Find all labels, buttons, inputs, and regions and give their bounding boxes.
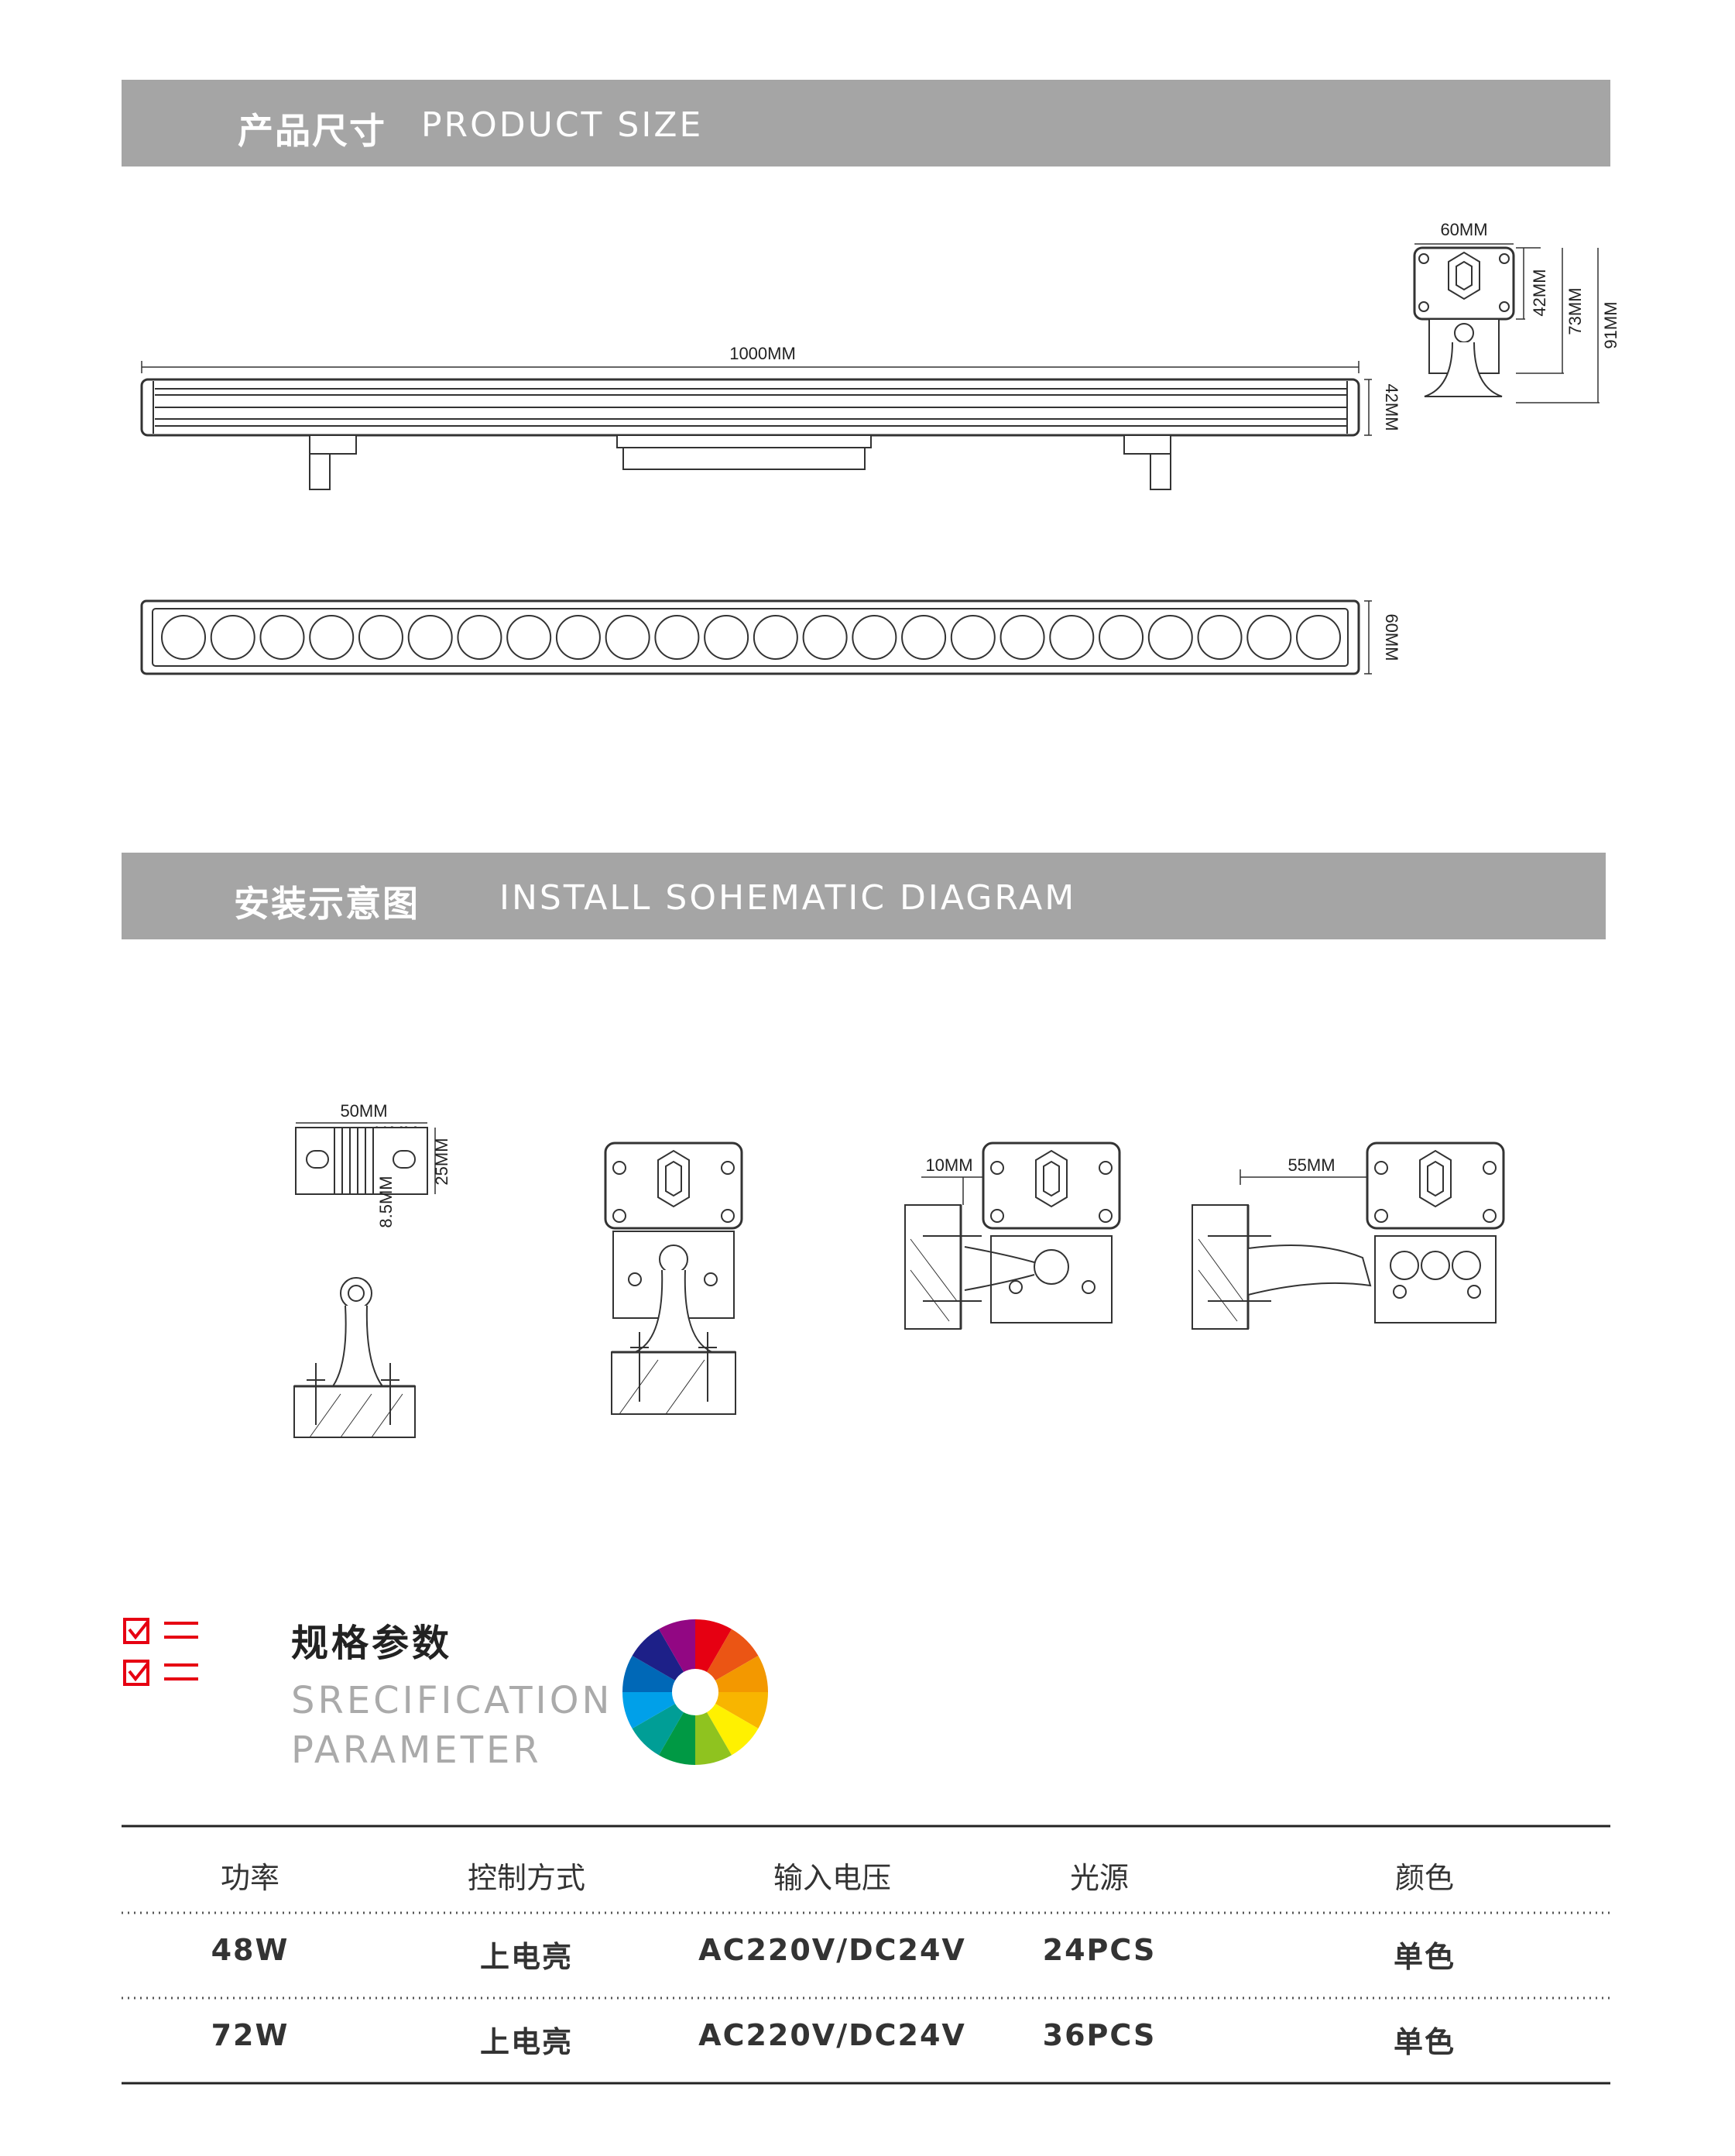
table-cell: AC220V/DC24V xyxy=(698,2018,966,2052)
led-lens xyxy=(457,615,502,660)
table-cell: 24PCS xyxy=(1042,1933,1157,1967)
spec-title-en-2: PARAMETER xyxy=(291,1729,542,1772)
dim-end-h3: 91MM xyxy=(1601,301,1620,348)
side-view: 1000MM 42MM xyxy=(140,344,1401,490)
color-wheel-segment xyxy=(632,1629,684,1681)
dim-gap-b: 55MM xyxy=(1288,1155,1335,1175)
led-lens xyxy=(704,615,749,660)
table-header: 输入电压 xyxy=(773,1861,892,1895)
spec-title-en-1: SRECIFICATION xyxy=(291,1679,613,1722)
table-cell: 48W xyxy=(211,1933,290,1967)
section-title-cn: 安装示意图 xyxy=(234,883,420,925)
led-lens xyxy=(1049,615,1095,660)
color-wheel-segment xyxy=(707,1704,759,1756)
checklist-icon xyxy=(123,1618,198,1686)
led-lens xyxy=(753,615,798,660)
dim-bracket-t: 8.5MM xyxy=(376,1176,396,1227)
install-floor xyxy=(604,1142,743,1415)
led-lens xyxy=(506,615,552,660)
led-lens xyxy=(1000,615,1045,660)
table-header: 颜色 xyxy=(1394,1861,1455,1895)
front-view: 60MM xyxy=(140,599,1401,675)
dim-end-width: 60MM xyxy=(1440,220,1487,239)
table-header: 功率 xyxy=(220,1861,280,1895)
led-lens xyxy=(950,615,996,660)
table-cell: 单色 xyxy=(1393,1940,1456,1974)
dim-front-width: 60MM xyxy=(1382,613,1401,661)
color-wheel-segment xyxy=(632,1704,684,1756)
led-row xyxy=(161,615,1341,660)
table-cell: 72W xyxy=(211,2018,290,2052)
install-wall-10: 10MM xyxy=(904,1142,1121,1330)
led-lens xyxy=(161,615,206,660)
table-cell: 上电亮 xyxy=(479,1940,574,1974)
dim-end-h1: 42MM xyxy=(1530,269,1549,316)
table-header: 控制方式 xyxy=(467,1861,586,1895)
led-lens xyxy=(259,615,305,660)
led-lens xyxy=(407,615,453,660)
led-lens xyxy=(210,615,255,660)
led-lens xyxy=(358,615,403,660)
dim-length: 1000MM xyxy=(729,344,796,363)
dim-side-height: 42MM xyxy=(1382,383,1401,431)
color-wheel-segment xyxy=(622,1656,676,1692)
color-wheel-icon xyxy=(622,1619,768,1765)
color-wheel-segment xyxy=(659,1711,695,1765)
table-cell: AC220V/DC24V xyxy=(698,1933,966,1967)
section-title-cn: 产品尺寸 xyxy=(238,110,386,152)
color-wheel-segment xyxy=(715,1656,768,1692)
table-header: 光源 xyxy=(1069,1861,1130,1895)
end-view: 60MM 42MM 73MM 91MM xyxy=(1413,220,1620,403)
color-wheel-segment xyxy=(707,1629,759,1681)
led-lens xyxy=(852,615,897,660)
table-cell: 上电亮 xyxy=(479,2025,574,2059)
led-lens xyxy=(555,615,601,660)
dim-gap-a: 10MM xyxy=(925,1155,972,1175)
section-header-product-size: 产品尺寸 PRODUCT SIZE xyxy=(122,80,1610,167)
section-title-en: PRODUCT SIZE xyxy=(421,105,704,145)
led-lens xyxy=(309,615,355,660)
color-wheel-segment xyxy=(659,1619,695,1673)
color-wheel-segment xyxy=(715,1692,768,1729)
color-wheel-segment xyxy=(695,1711,732,1765)
led-lens xyxy=(654,615,700,660)
led-lens xyxy=(1099,615,1144,660)
section-header-install: 安装示意图 INSTALL SOHEMATIC DIAGRAM xyxy=(122,853,1606,939)
table-cell: 36PCS xyxy=(1042,2018,1157,2052)
led-lens xyxy=(802,615,848,660)
led-lens xyxy=(1296,615,1341,660)
dim-end-h2: 73MM xyxy=(1565,287,1585,335)
color-wheel-segment xyxy=(622,1692,676,1729)
dim-bracket-h: 25MM xyxy=(432,1138,451,1185)
led-lens xyxy=(901,615,947,660)
bracket-detail: 50MM 11MM 25MM 8.5MM xyxy=(293,1101,451,1438)
led-lens xyxy=(1147,615,1193,660)
led-lens xyxy=(605,615,650,660)
table-cell: 单色 xyxy=(1393,2025,1456,2059)
dim-bracket-w: 50MM xyxy=(340,1101,387,1121)
led-lens xyxy=(1246,615,1292,660)
led-lens xyxy=(1197,615,1243,660)
section-title-en: INSTALL SOHEMATIC DIAGRAM xyxy=(499,878,1077,918)
spec-title-cn: 规格参数 xyxy=(291,1622,453,1665)
install-wall-55: 55MM xyxy=(1192,1142,1505,1330)
color-wheel-segment xyxy=(695,1619,732,1673)
